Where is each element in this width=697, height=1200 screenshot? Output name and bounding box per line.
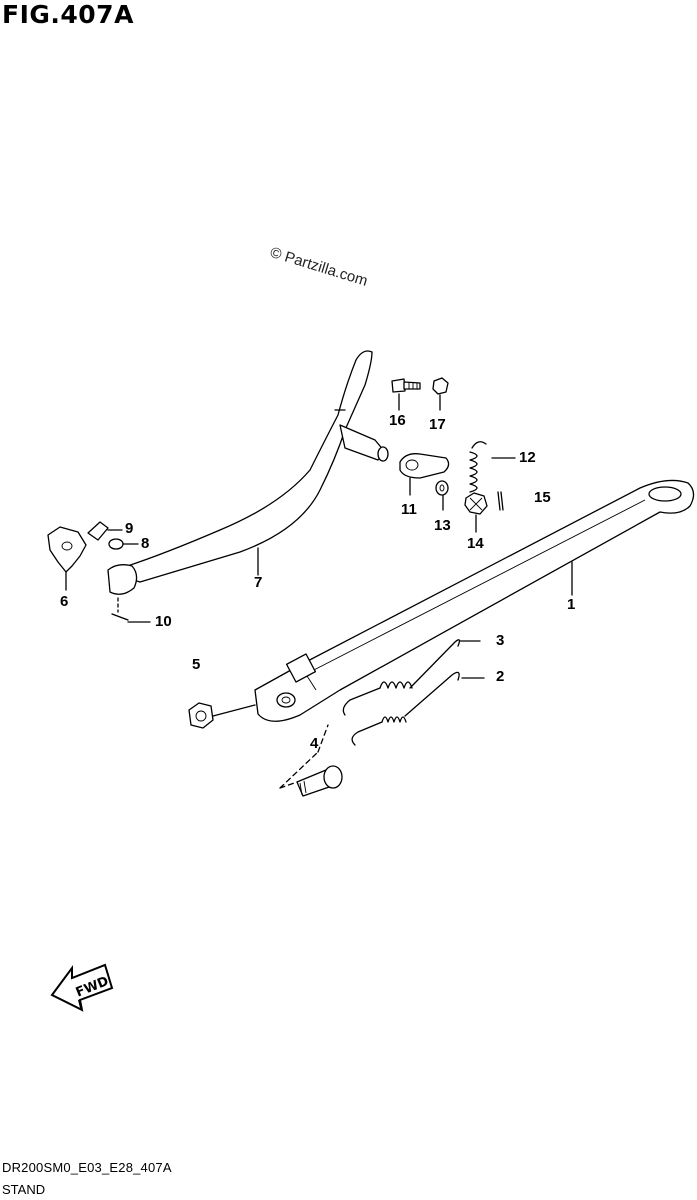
- side-stand[interactable]: [254, 479, 695, 722]
- callout-14: 14: [467, 535, 484, 552]
- spring-12[interactable]: [469, 441, 516, 493]
- section-label: STAND: [2, 1182, 46, 1197]
- callout-2: 2: [496, 668, 505, 685]
- callout-17: 17: [429, 416, 446, 433]
- callout-4: 4: [310, 735, 319, 752]
- callout-15: 15: [534, 489, 551, 506]
- washer-13[interactable]: [435, 480, 449, 511]
- nut-5[interactable]: [188, 702, 256, 729]
- callout-1: 1: [567, 596, 576, 613]
- fwd-arrow-icon: FWD: [50, 963, 114, 1012]
- callout-16: 16: [389, 412, 406, 429]
- bolt-16[interactable]: [391, 378, 421, 411]
- bolt-4[interactable]: [279, 724, 343, 797]
- callout-8: 8: [141, 535, 150, 552]
- callout-3: 3: [496, 632, 505, 649]
- cotter-pin-15[interactable]: [497, 491, 504, 511]
- callout-12: 12: [519, 449, 536, 466]
- clip-9[interactable]: [87, 521, 123, 541]
- spring-3[interactable]: [342, 639, 481, 716]
- spring-2[interactable]: [351, 671, 485, 746]
- pin-10[interactable]: [111, 597, 151, 623]
- nut-14[interactable]: [464, 492, 488, 533]
- callout-5: 5: [192, 656, 201, 673]
- callout-7: 7: [254, 574, 263, 591]
- callout-10: 10: [155, 613, 172, 630]
- callout-13: 13: [434, 517, 451, 534]
- figure-title: FIG.407A: [2, 0, 134, 29]
- callout-11: 11: [401, 501, 417, 518]
- callout-9: 9: [125, 520, 134, 537]
- nut-17[interactable]: [432, 377, 449, 411]
- callout-6: 6: [60, 593, 69, 610]
- diagram-code: DR200SM0_E03_E28_407A: [2, 1160, 172, 1175]
- plate-11[interactable]: [399, 453, 450, 496]
- bracket-6[interactable]: [47, 526, 87, 591]
- washer-8[interactable]: [108, 538, 139, 550]
- kick-arm[interactable]: [107, 350, 389, 595]
